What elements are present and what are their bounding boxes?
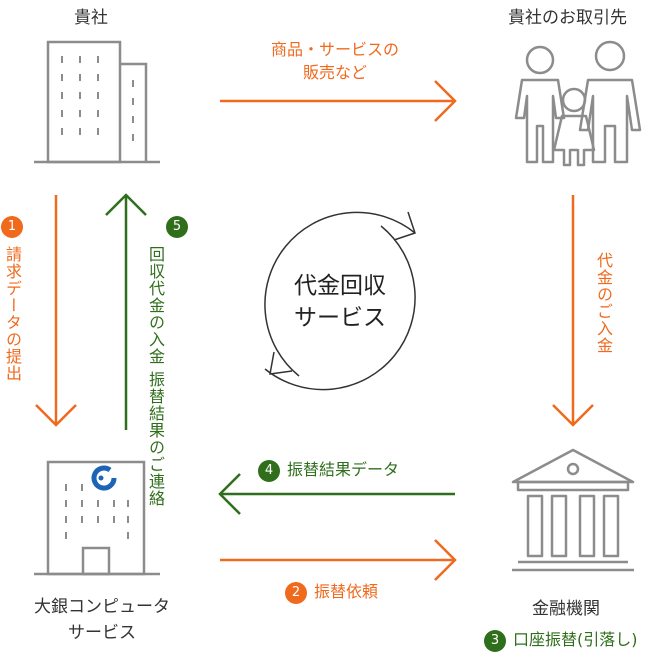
center-service-line2: サービス (294, 305, 386, 331)
center-service-title: 代金回収 サービス (265, 270, 415, 334)
step1-label: 請求データの提出 (3, 246, 22, 382)
bank-icon (511, 448, 635, 572)
service-center-label: 大銀コンピュータ サービス (12, 594, 192, 646)
service-center-label-line1: 大銀コンピュータ (34, 597, 170, 617)
company-building-icon (34, 40, 160, 164)
step4-label: 振替結果データ (287, 460, 400, 479)
step5-line2: 振替結果のご連絡 (146, 371, 165, 508)
step4-label-row: 4 振替結果データ (258, 456, 399, 482)
step2-label: 振替依頼 (314, 582, 379, 601)
arrow-payment (552, 195, 594, 427)
step3-label-row: 3 口座振替(引落し) (484, 626, 638, 652)
step2-label-row: 2 振替依頼 (285, 578, 378, 604)
step5-label: 回収代金の入金 振替結果のご連絡 (144, 246, 166, 507)
center-service-line1: 代金回収 (294, 273, 386, 299)
client-label: 貴社のお取引先 (508, 8, 627, 28)
payment-label: 代金のご入金 (594, 252, 613, 354)
sales-flow-label: 商品・サービスの 販売など (230, 38, 440, 84)
step5-badge: 5 (166, 216, 188, 238)
cycle-arrows-icon (264, 211, 416, 391)
step1-badge: 1 (1, 216, 23, 238)
step4-badge: 4 (258, 459, 280, 482)
sales-flow-line1: 商品・サービスの (270, 40, 399, 59)
arrow-step5 (105, 193, 147, 430)
step5-line1: 回収代金の入金 (146, 246, 165, 365)
arrow-sales (220, 80, 457, 122)
bank-label: 金融機関 (532, 599, 600, 619)
arrow-step4 (218, 473, 455, 515)
sales-flow-line2: 販売など (302, 63, 367, 82)
step3-label: 口座振替(引落し) (513, 630, 638, 649)
family-icon (514, 40, 642, 167)
service-center-logo-icon (91, 465, 117, 491)
step2-badge: 2 (285, 581, 307, 604)
service-center-building-icon (34, 460, 160, 576)
arrow-step2 (220, 539, 457, 581)
arrow-step1 (35, 195, 77, 427)
service-center-label-line2: サービス (68, 623, 136, 643)
company-label: 貴社 (74, 8, 108, 28)
step3-badge: 3 (484, 629, 506, 652)
